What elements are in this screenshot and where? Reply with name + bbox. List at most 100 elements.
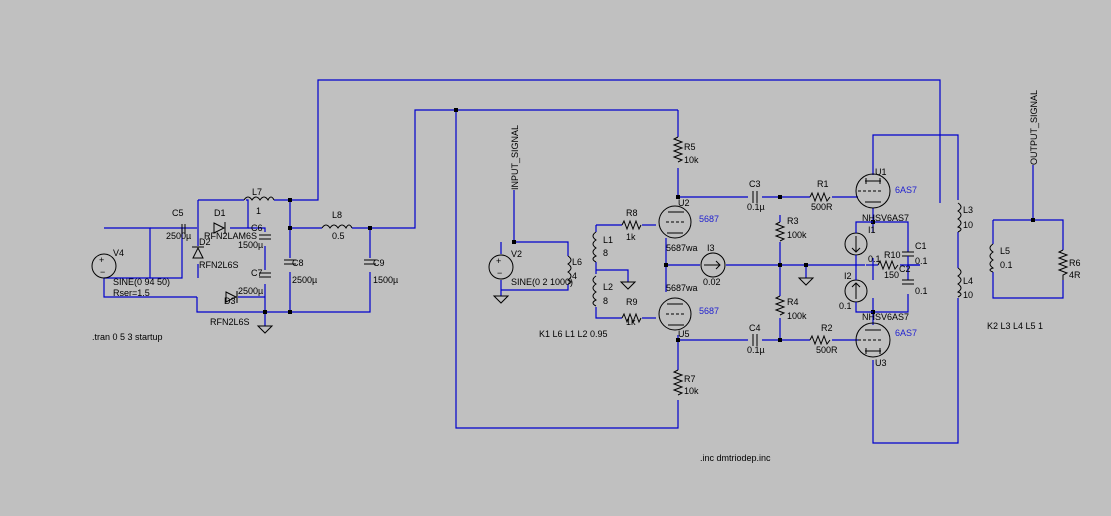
svg-text:0.1: 0.1 — [868, 254, 881, 264]
resistor-r6[interactable]: R6 4R — [1057, 249, 1081, 280]
source-v2[interactable]: +− V2 SINE(0 2 1000) — [488, 249, 573, 287]
svg-text:U5: U5 — [678, 329, 690, 339]
diode-d1[interactable]: D1 RFN2LAM6S — [204, 208, 257, 241]
k-input-directive[interactable]: K1 L6 L1 L2 0.95 — [539, 329, 608, 339]
ground-mid — [797, 277, 815, 286]
svg-text:U1: U1 — [875, 167, 887, 177]
capacitor-c7[interactable]: C7 2500µ — [238, 268, 271, 296]
svg-text:−: − — [497, 268, 502, 278]
v4-rser: Rser=1.5 — [113, 288, 150, 298]
resistor-r3[interactable]: R3 100k — [774, 216, 807, 242]
inductor-l6[interactable]: L6 4 — [566, 255, 582, 285]
svg-text:+: + — [496, 256, 501, 266]
svg-text:R8: R8 — [626, 208, 638, 218]
source-v4[interactable]: +− V4 SINE(0 94 50) Rser=1.5 — [91, 248, 170, 298]
svg-text:0.1: 0.1 — [915, 256, 928, 266]
svg-text:10k: 10k — [684, 386, 699, 396]
svg-text:U3: U3 — [875, 358, 887, 368]
svg-text:C7: C7 — [251, 268, 263, 278]
svg-text:C8: C8 — [292, 258, 304, 268]
inductor-l5[interactable]: L5 0.1 — [989, 243, 1013, 273]
resistor-r9[interactable]: R9 1k — [621, 297, 642, 327]
svg-text:500R: 500R — [816, 345, 838, 355]
svg-text:1k: 1k — [626, 317, 636, 327]
svg-text:8: 8 — [603, 296, 608, 306]
svg-text:500R: 500R — [811, 202, 833, 212]
tran-directive[interactable]: .tran 0 5 3 startup — [92, 332, 163, 342]
svg-text:6AS7: 6AS7 — [895, 328, 917, 338]
svg-text:C4: C4 — [749, 323, 761, 333]
k-output-directive[interactable]: K2 L3 L4 L5 1 — [987, 321, 1043, 331]
inductor-l1[interactable]: L1 8 — [592, 231, 613, 263]
svg-text:4R: 4R — [1069, 270, 1081, 280]
inductor-l7[interactable]: L7 1 — [243, 187, 275, 216]
svg-text:C3: C3 — [749, 179, 761, 189]
capacitor-c1[interactable]: C1 0.1 — [902, 241, 928, 266]
svg-text:2500µ: 2500µ — [238, 286, 263, 296]
resistor-r4[interactable]: R4 100k — [774, 295, 807, 321]
svg-text:10: 10 — [963, 220, 973, 230]
svg-text:+: + — [99, 255, 104, 265]
svg-text:100k: 100k — [787, 230, 807, 240]
tube-u5[interactable]: 5687wa 5687 U5 — [658, 283, 719, 339]
svg-text:C1: C1 — [915, 241, 927, 251]
svg-text:U2: U2 — [678, 198, 690, 208]
svg-text:RFN2L6S: RFN2L6S — [199, 260, 239, 270]
svg-text:1k: 1k — [626, 232, 636, 242]
svg-text:R6: R6 — [1069, 258, 1081, 268]
include-directive[interactable]: .inc dmtriodep.inc — [700, 453, 771, 463]
svg-text:L2: L2 — [603, 282, 613, 292]
ground-symbols — [256, 277, 815, 334]
resistor-r2[interactable]: R2 500R — [809, 323, 838, 355]
current-source-i1[interactable]: I1 0.1 — [844, 225, 881, 264]
tube-u3[interactable]: NHSV6AS7 6AS7 U3 — [855, 312, 917, 368]
current-source-i2[interactable]: I2 0.1 — [839, 271, 868, 311]
capacitor-c4[interactable]: C4 0.1µ — [747, 323, 765, 355]
inductor-l2[interactable]: L2 8 — [592, 275, 613, 307]
current-source-i3[interactable]: I3 0.02 — [700, 243, 726, 287]
svg-text:5687: 5687 — [699, 214, 719, 224]
svg-text:C5: C5 — [172, 208, 184, 218]
capacitor-c5[interactable]: C5 2500µ — [166, 208, 191, 241]
diode-d3[interactable]: D3 RFN2L6S — [210, 291, 250, 327]
svg-text:R7: R7 — [684, 374, 696, 384]
capacitor-c8[interactable]: C8 2500µ — [284, 258, 317, 285]
resistor-r8[interactable]: R8 1k — [621, 208, 642, 242]
svg-text:100k: 100k — [787, 311, 807, 321]
capacitor-c3[interactable]: C3 0.1µ — [747, 179, 765, 212]
svg-text:0.1µ: 0.1µ — [747, 345, 765, 355]
svg-text:2500µ: 2500µ — [166, 231, 191, 241]
capacitor-c9[interactable]: C9 1500µ — [364, 258, 398, 285]
resistor-r1[interactable]: R1 500R — [809, 179, 833, 212]
svg-text:SINE(0 2 1000): SINE(0 2 1000) — [511, 277, 573, 287]
ground-v2 — [492, 295, 510, 304]
svg-text:NHSV6AS7: NHSV6AS7 — [862, 213, 909, 223]
tube-u2[interactable]: U2 5687 5687wa — [658, 198, 719, 253]
inductor-l8[interactable]: L8 0.5 — [321, 210, 353, 241]
svg-text:1500µ: 1500µ — [238, 240, 263, 250]
svg-text:1500µ: 1500µ — [373, 275, 398, 285]
wires — [103, 79, 1064, 444]
resistor-r7[interactable]: R7 10k — [672, 369, 699, 396]
svg-text:L1: L1 — [603, 235, 613, 245]
diode-d2[interactable]: D2 RFN2L6S — [192, 237, 239, 270]
inductor-l4[interactable]: L4 10 — [956, 267, 973, 300]
tube-u1[interactable]: U1 6AS7 NHSV6AS7 — [855, 167, 917, 223]
svg-text:C6: C6 — [251, 223, 263, 233]
svg-text:0.1: 0.1 — [1000, 260, 1013, 270]
svg-text:2500µ: 2500µ — [292, 275, 317, 285]
inductor-l3[interactable]: L3 10 — [956, 202, 973, 233]
svg-text:0.02: 0.02 — [703, 277, 721, 287]
svg-text:4: 4 — [572, 271, 577, 281]
v4-label: V4 — [113, 248, 124, 258]
svg-text:10: 10 — [963, 290, 973, 300]
svg-text:8: 8 — [603, 248, 608, 258]
svg-text:L5: L5 — [1000, 246, 1010, 256]
capacitor-c2[interactable]: C2 0.1 — [899, 264, 928, 296]
resistor-r5[interactable]: R5 10k — [672, 136, 699, 165]
capacitor-c6[interactable]: C6 1500µ — [238, 223, 271, 250]
svg-text:D2: D2 — [199, 237, 211, 247]
resistor-r10[interactable]: R10 150 — [877, 250, 901, 280]
svg-text:RFN2LAM6S: RFN2LAM6S — [204, 231, 257, 241]
